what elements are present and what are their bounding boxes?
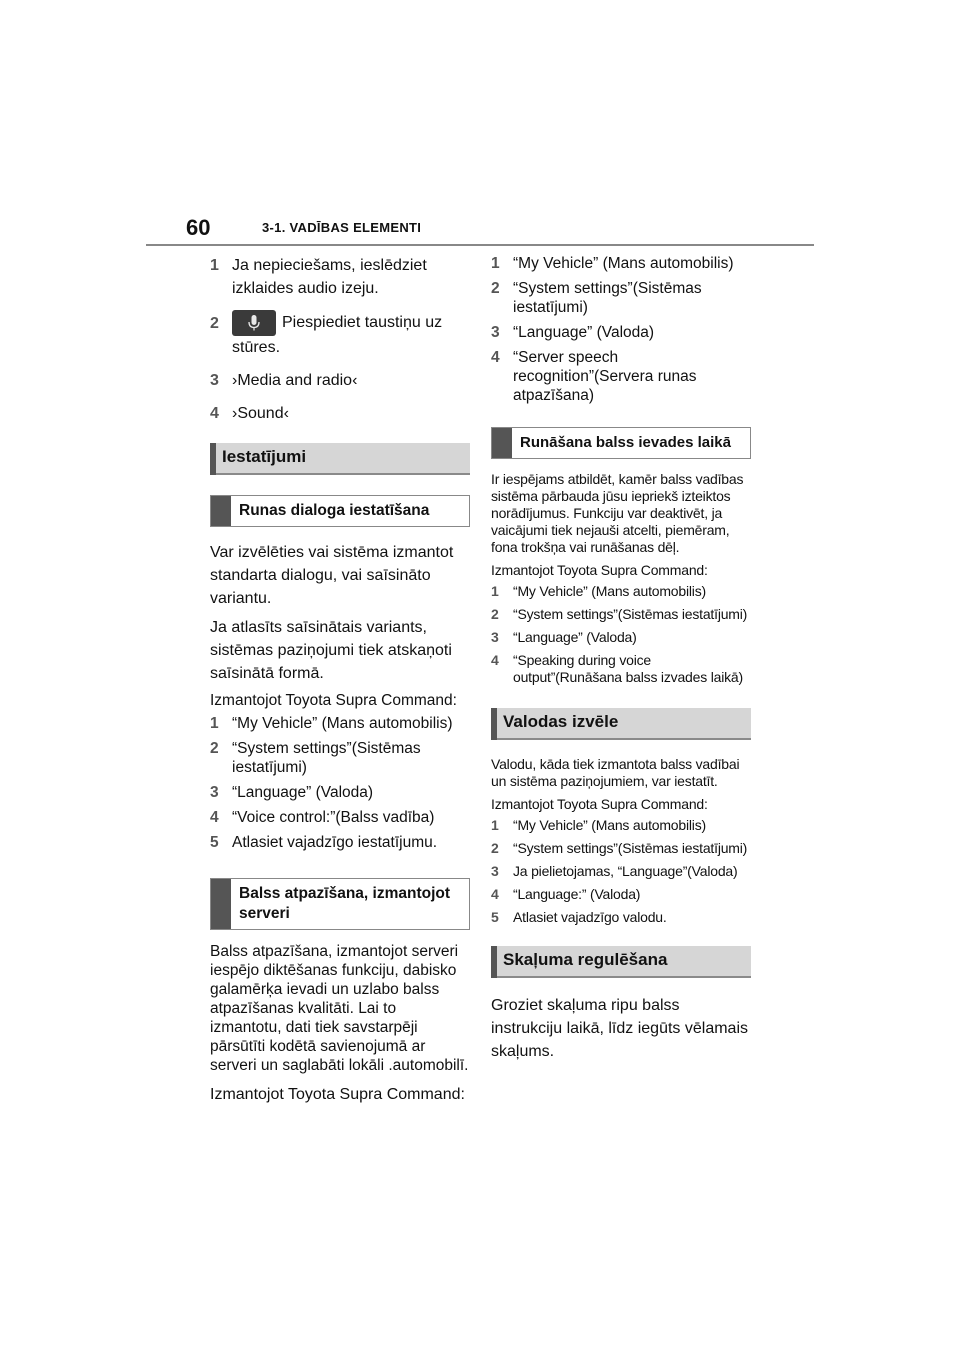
paragraph: Izmantojot Toyota Supra Command:: [491, 562, 708, 578]
list-item: 3“Language” (Valoda): [491, 629, 637, 645]
paragraph: Groziet skaļuma ripu balss instrukciju l…: [491, 997, 748, 1060]
header-rule: [146, 244, 814, 246]
list-item: 1“My Vehicle” (Mans automobilis): [491, 583, 706, 599]
right-column: 1“My Vehicle” (Mans automobilis) 2“Syste…: [491, 254, 751, 1063]
microphone-icon: [232, 310, 276, 336]
list-item: 2“System settings”(Sistēmas iestatījumi): [210, 740, 421, 776]
list-item: 4“Speaking during voice output”(Runāšana…: [491, 652, 743, 685]
list-item: 4“Voice control:”(Balss vadība): [210, 809, 435, 826]
paragraph: Ja atlasīts saīsinātais variants, sistēm…: [210, 619, 452, 682]
list-item: 1“My Vehicle” (Mans automobilis): [210, 715, 453, 732]
heading-volume-control: Skaļuma regulēšana: [491, 946, 751, 978]
list-item: 3 ›Media and radio‹: [210, 372, 358, 389]
paragraph: Valodu, kāda tiek izmantota balss vadība…: [491, 756, 740, 789]
left-column: 1 Ja nepieciešams, ieslēdziet izklaides …: [210, 254, 470, 1106]
step-text: Piespiediet taustiņu uz stūres.: [232, 314, 443, 356]
list-item: 3“Language” (Valoda): [210, 784, 374, 801]
list-item: 3“Language” (Valoda): [491, 324, 655, 341]
paragraph: Ir iespējams atbildēt, kamēr balss vadīb…: [491, 471, 744, 555]
paragraph: Var izvēlēties vai sistēma izmantot stan…: [210, 544, 454, 607]
list-item: 2“System settings”(Sistēmas iestatījumi): [491, 840, 748, 856]
paragraph: Balss atpazīšana, izmantojot serveri ies…: [210, 943, 469, 1074]
heading-settings: Iestatījumi: [210, 443, 470, 475]
list-item: 1“My Vehicle” (Mans automobilis): [491, 255, 734, 272]
paragraph: Izmantojot Toyota Supra Command:: [210, 692, 457, 709]
list-item: 1“My Vehicle” (Mans automobilis): [491, 817, 706, 833]
heading-language-selection: Valodas izvēle: [491, 708, 751, 740]
heading-dialog-settings: Runas dialoga iestatīšana: [210, 495, 470, 527]
list-item: 2“System settings”(Sistēmas iestatījumi): [491, 280, 702, 316]
list-item: 4“Language:” (Valoda): [491, 886, 641, 902]
list-item: 4 ›Sound‹: [210, 405, 289, 422]
list-item: 4“Server speech recognition”(Servera run…: [491, 349, 697, 404]
list-item: 2 Piespiediet taustiņu uz stūres.: [210, 310, 470, 359]
section-title: 3-1. VADĪBAS ELEMENTI: [262, 220, 422, 235]
paragraph: Izmantojot Toyota Supra Command:: [210, 1086, 465, 1103]
list-item: 1 Ja nepieciešams, ieslēdziet izklaides …: [210, 257, 427, 297]
paragraph: Izmantojot Toyota Supra Command:: [491, 796, 708, 812]
page-number: 60: [186, 215, 211, 240]
list-item: 2“System settings”(Sistēmas iestatījumi): [491, 606, 748, 622]
heading-speaking-during-input: Runāšana balss ievades laikā: [491, 427, 751, 459]
heading-server-recognition: Balss atpazīšana, izmantojot serveri: [210, 878, 470, 930]
